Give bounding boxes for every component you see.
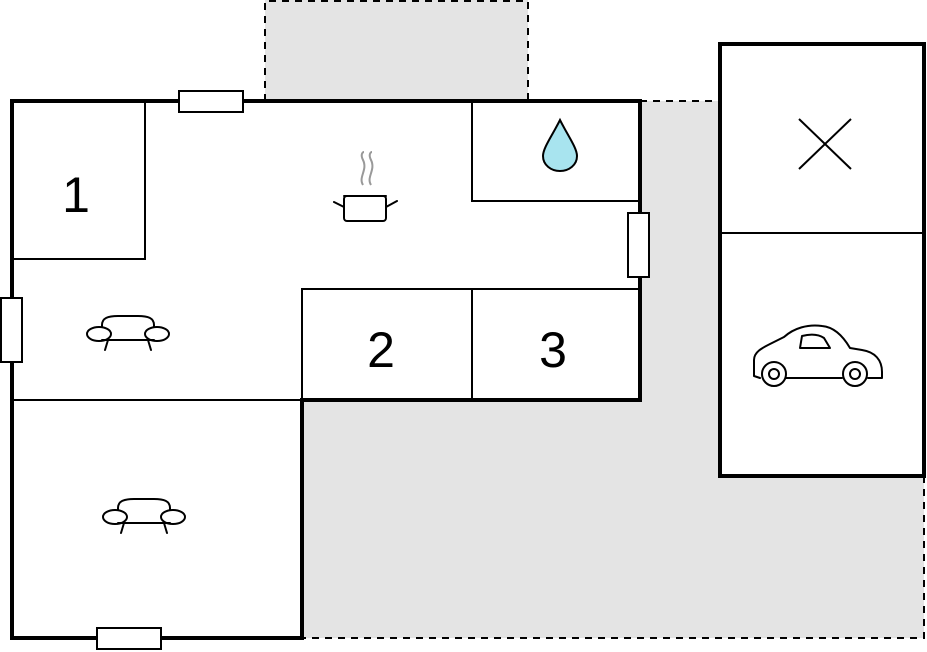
bathroom-wall	[471, 101, 640, 202]
rooms-2-3-top-wall	[301, 288, 640, 400]
cooking-pot-icon	[333, 151, 398, 222]
room-number-3: 3	[539, 322, 567, 378]
car-icon	[753, 324, 883, 387]
terrace-top	[265, 0, 528, 101]
water-drop-icon	[541, 117, 579, 173]
terrace-right-outline	[302, 476, 925, 639]
garage-outer-wall	[718, 42, 926, 478]
window-left	[0, 297, 23, 363]
window-top	[178, 90, 244, 113]
room-1-wall	[12, 101, 146, 260]
terrace-right	[302, 101, 924, 638]
window-right	[627, 212, 650, 278]
room-number-2: 2	[367, 322, 395, 378]
window-bottom	[96, 627, 162, 650]
sofa-icon	[86, 315, 170, 351]
cross-icon	[798, 118, 852, 170]
room-number-1: 1	[62, 167, 90, 223]
sofa-icon	[102, 498, 186, 534]
